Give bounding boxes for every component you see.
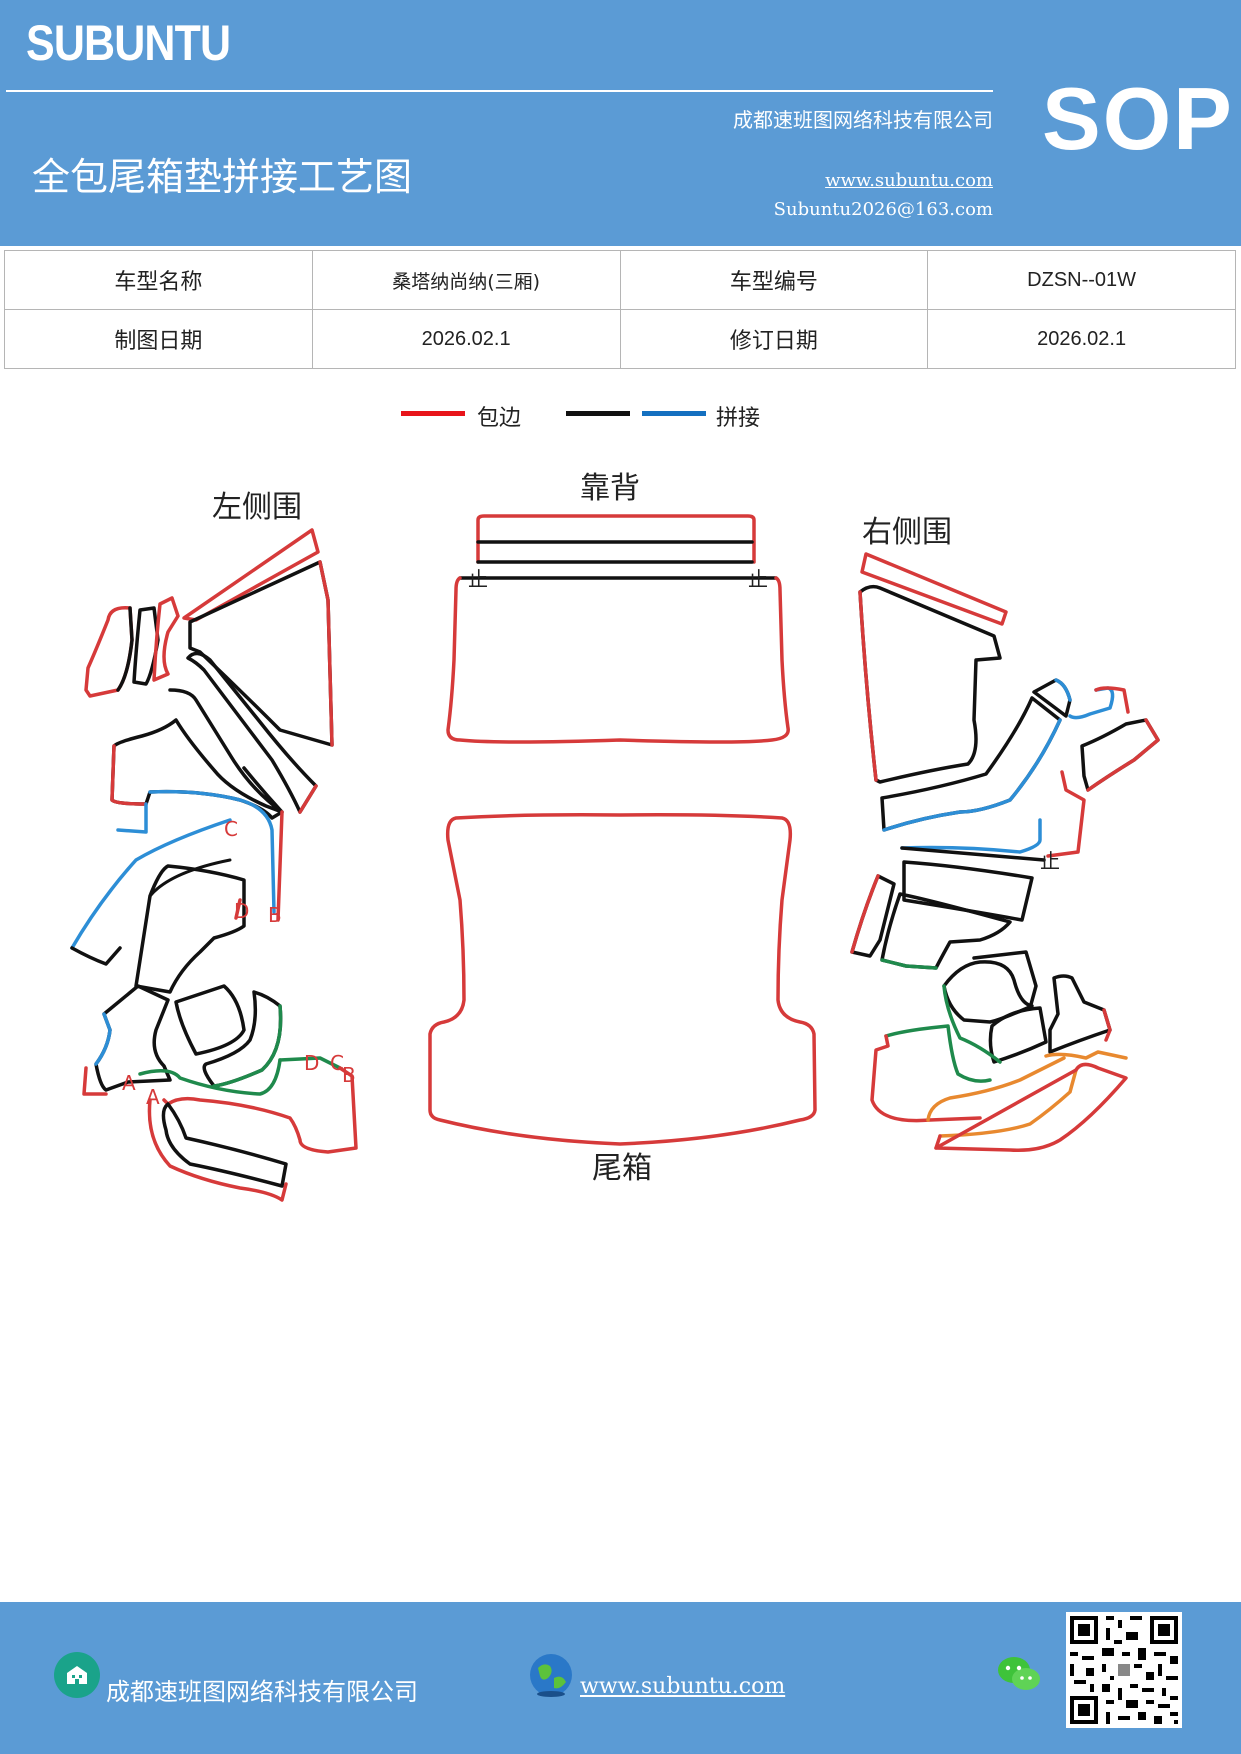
label-left-side: 左侧围	[212, 490, 302, 525]
table-row: 制图日期 2026.02.1 修订日期 2026.02.1	[4, 309, 1236, 369]
qr-code-icon	[1066, 1612, 1182, 1728]
website-link[interactable]: www.subuntu.com	[825, 170, 993, 191]
label-revision-date: 修订日期	[619, 309, 929, 369]
label-right-side: 右侧围	[862, 515, 952, 550]
point-label: A	[146, 1085, 160, 1109]
point-label: A	[122, 1071, 136, 1095]
backrest-piece: 止 止	[446, 514, 790, 744]
point-label: B	[342, 1063, 356, 1087]
header: SUBUNTU 成都速班图网络科技有限公司 全包尾箱垫拼接工艺图 www.sub…	[0, 0, 1241, 246]
header-divider	[6, 90, 993, 92]
stop-mark: 止	[468, 567, 488, 591]
right-side-pieces: 止	[850, 552, 1160, 1153]
wechat-icon	[998, 1657, 1040, 1690]
value-draw-date: 2026.02.1	[311, 309, 621, 369]
legend-label-splice: 拼接	[716, 406, 761, 431]
value-vehicle-name: 桑塔纳尚纳(三厢)	[311, 250, 621, 310]
splice-diagram: 左侧围 靠背 右侧围 尾箱 止 止	[70, 471, 1160, 1202]
footer-company-name: 成都速班图网络科技有限公司	[106, 1678, 418, 1706]
left-side-pieces: C D B A A D C B	[70, 528, 358, 1202]
label-trunk: 尾箱	[592, 1151, 652, 1186]
legend: 包边 拼接	[400, 400, 800, 440]
point-label: D	[304, 1051, 319, 1075]
legend-line-splice	[642, 411, 706, 416]
footer: 成都速班图网络科技有限公司 www.subuntu.com	[0, 1602, 1241, 1754]
trunk-floor-piece	[428, 813, 817, 1146]
building-glyph	[67, 1666, 87, 1684]
point-label: C	[224, 817, 238, 841]
label-draw-date: 制图日期	[4, 309, 313, 369]
brand-logo: SUBUNTU	[26, 15, 231, 71]
document-title: 全包尾箱垫拼接工艺图	[32, 155, 413, 199]
footer-website-link[interactable]: www.subuntu.com	[580, 1674, 786, 1699]
label-vehicle-name: 车型名称	[4, 250, 313, 310]
value-vehicle-code: DZSN--01W	[927, 250, 1236, 310]
stop-mark: 止	[1040, 849, 1060, 873]
point-label: D	[234, 899, 249, 923]
globe-icon	[530, 1654, 572, 1697]
contact-email: Subuntu2026@163.com	[773, 199, 993, 220]
point-label: B	[268, 903, 282, 927]
stop-mark: 止	[748, 567, 768, 591]
label-vehicle-code: 车型编号	[619, 250, 929, 310]
legend-line-outline	[566, 411, 630, 416]
point-label: C	[330, 1051, 344, 1075]
legend-label-edge: 包边	[477, 406, 522, 431]
company-name: 成都速班图网络科技有限公司	[733, 108, 993, 132]
vehicle-info-table: 车型名称 桑塔纳尚纳(三厢) 车型编号 DZSN--01W 制图日期 2026.…	[4, 250, 1236, 369]
label-backrest: 靠背	[580, 471, 640, 506]
table-row: 车型名称 桑塔纳尚纳(三厢) 车型编号 DZSN--01W	[4, 250, 1236, 310]
value-revision-date: 2026.02.1	[927, 309, 1236, 369]
sop-badge: SOP	[1042, 69, 1234, 168]
legend-line-edge	[401, 411, 465, 416]
building-icon	[54, 1652, 100, 1698]
